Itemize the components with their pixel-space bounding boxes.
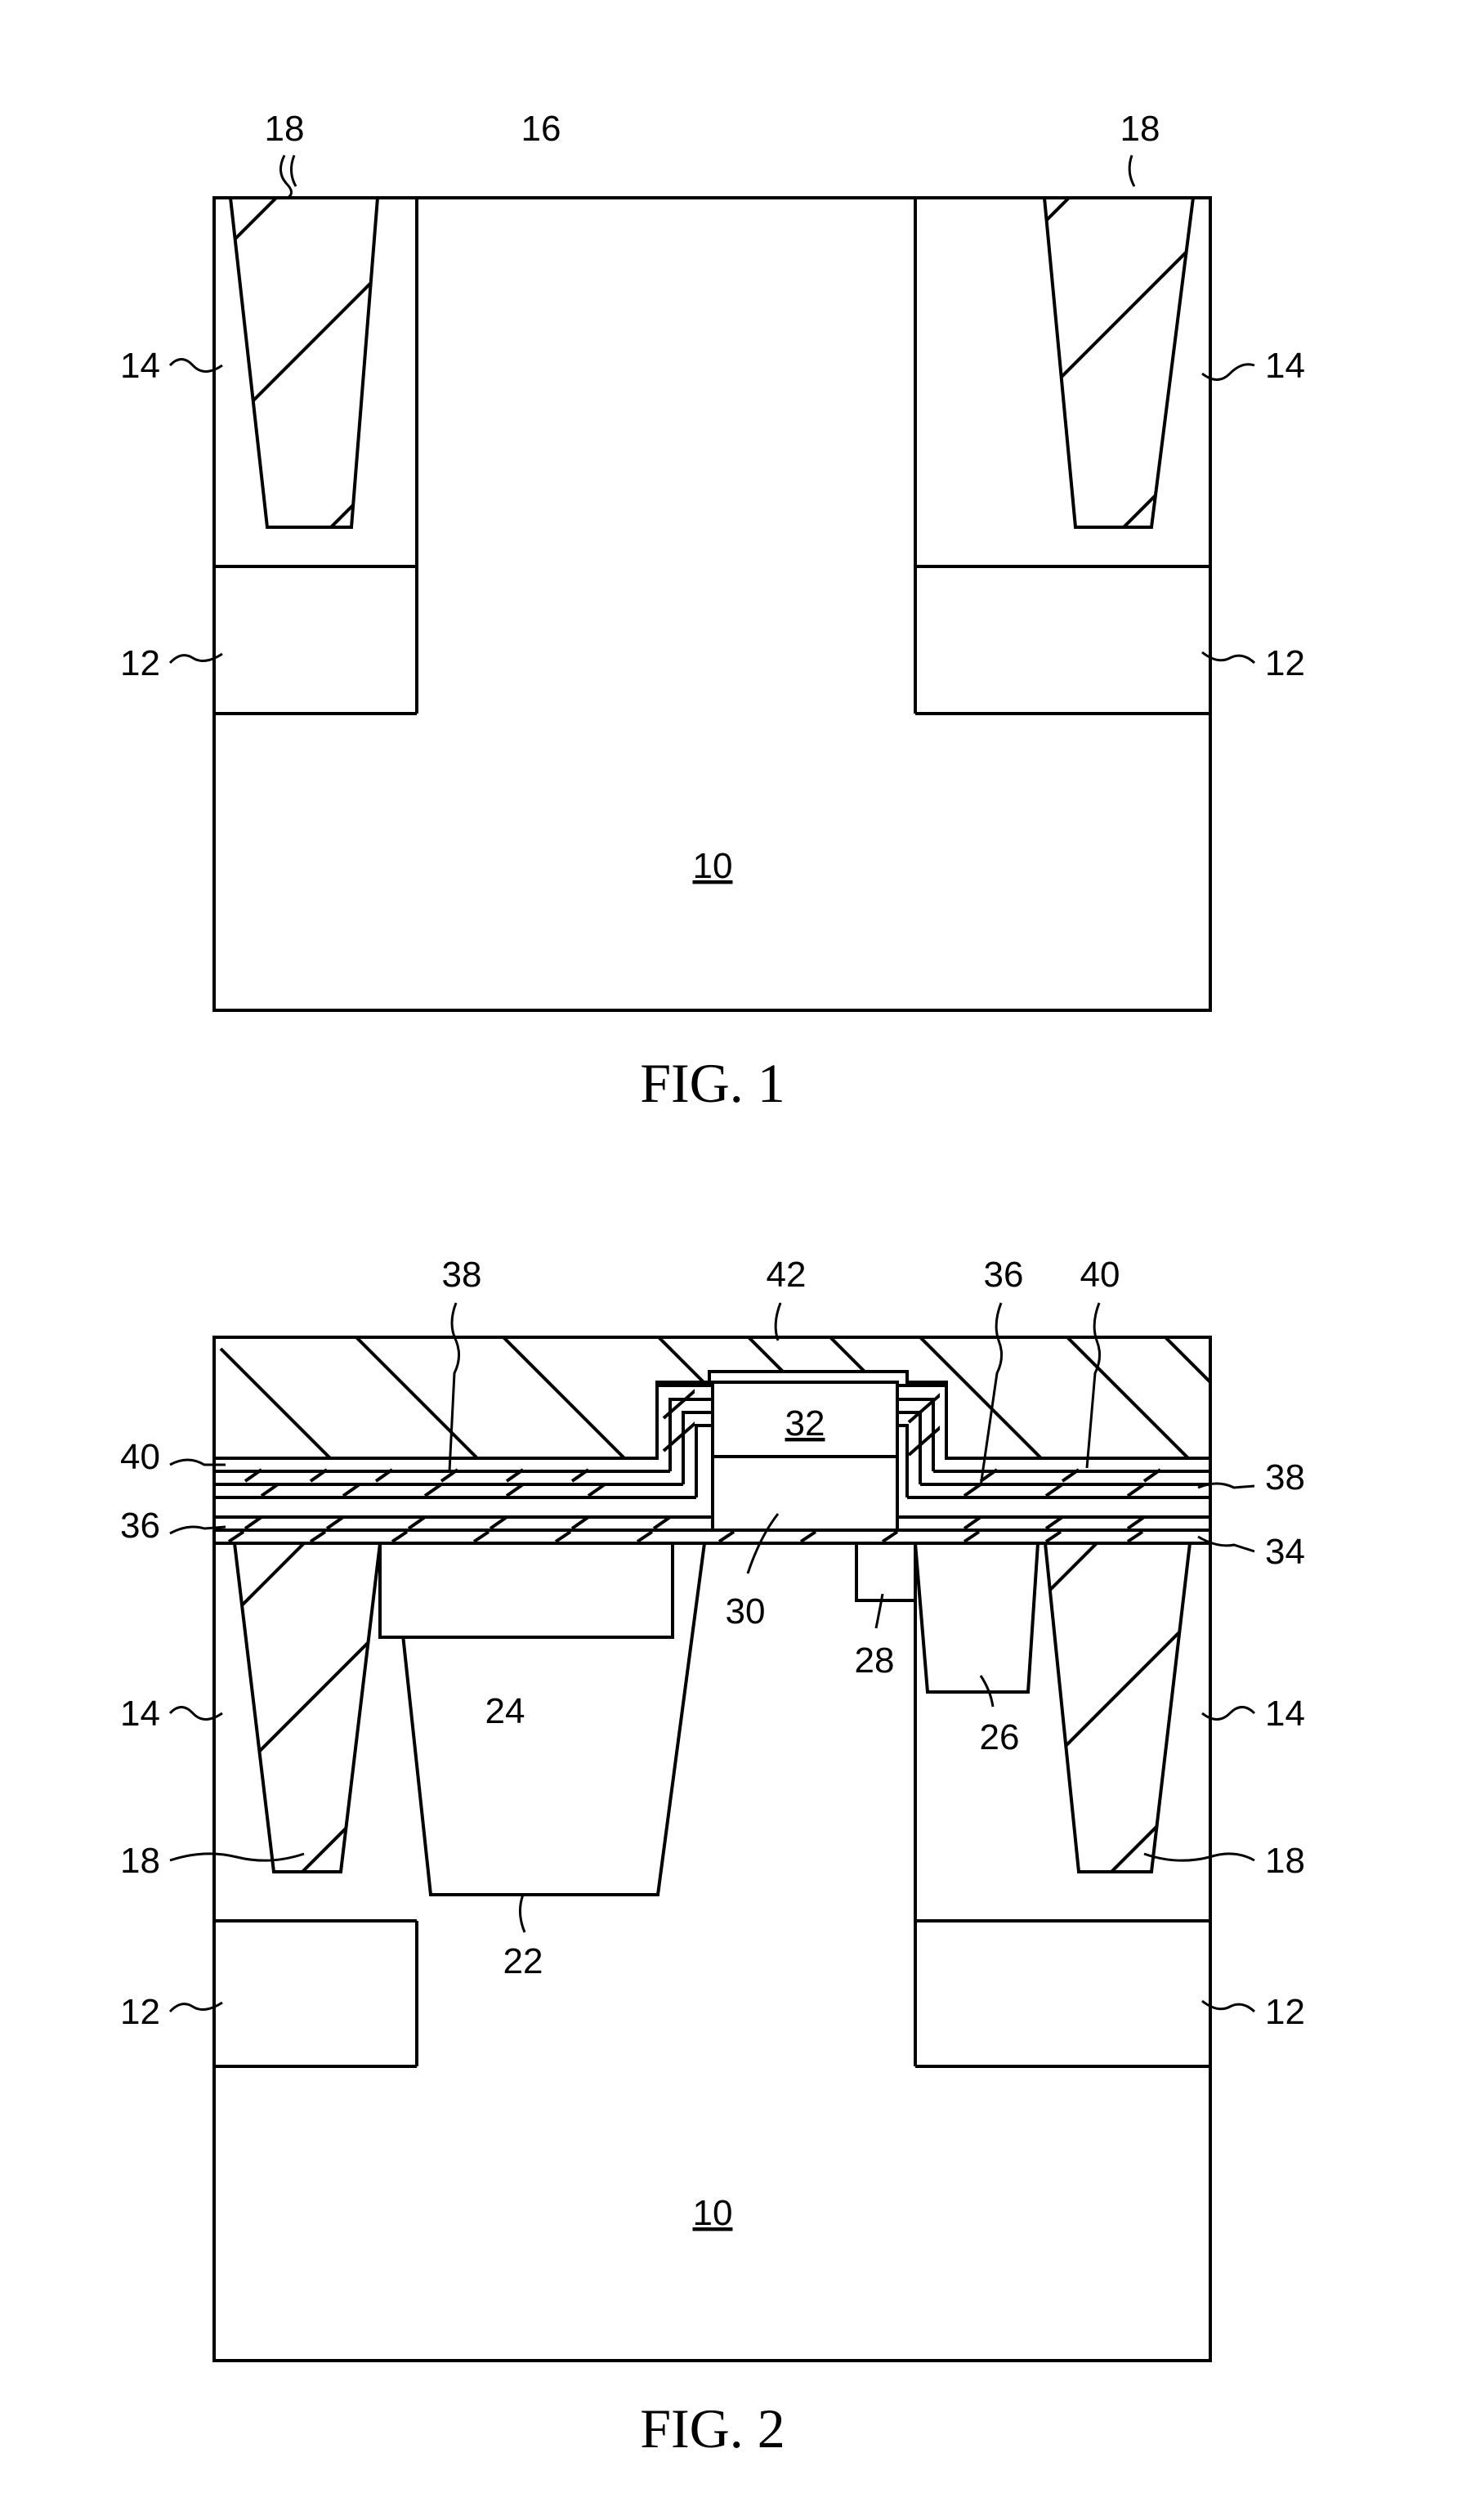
fig2-label-38-top: 38 xyxy=(442,1255,482,1295)
fig1-label-16: 16 xyxy=(521,109,561,149)
fig1-label-14-left: 14 xyxy=(120,346,160,386)
fig2-label-38-right: 38 xyxy=(1265,1457,1305,1497)
fig1-label-12-left: 12 xyxy=(120,643,160,683)
fig2-label-36-right: 36 xyxy=(984,1255,1024,1295)
fig2-caption: FIG. 2 xyxy=(640,2397,785,2460)
fig1-leader-18-left xyxy=(291,155,296,186)
fig2-label-26: 26 xyxy=(980,1717,1020,1757)
fig2-label-24: 24 xyxy=(485,1691,525,1731)
fig1-label-18-right: 18 xyxy=(1120,109,1160,149)
fig1-caption: FIG. 1 xyxy=(640,1052,785,1114)
fig2-gate-30 xyxy=(713,1457,897,1530)
fig2-drawing: 38 42 36 40 32 40 36 38 34 30 28 24 26 1… xyxy=(120,1255,1305,2460)
fig2-label-34: 34 xyxy=(1265,1532,1305,1572)
fig1-leader-18-right xyxy=(1129,155,1134,186)
fig1-label-14-right: 14 xyxy=(1265,346,1305,386)
fig1-label-12-right: 12 xyxy=(1265,643,1305,683)
fig2-label-32: 32 xyxy=(785,1403,825,1444)
fig2-label-14-right: 14 xyxy=(1265,1694,1305,1734)
fig2-drain-24 xyxy=(380,1543,673,1637)
fig2-leader-42 xyxy=(776,1303,780,1341)
fig1-label-10: 10 xyxy=(693,846,733,886)
fig2-body-contact-28 xyxy=(856,1543,915,1600)
fig2-label-12-left: 12 xyxy=(120,1992,160,2032)
fig2-label-22: 22 xyxy=(503,1941,543,1981)
fig2-label-40-top: 40 xyxy=(1080,1255,1120,1295)
fig1-drawing: 18 16 18 14 14 12 12 10 FIG. 1 xyxy=(120,109,1305,1114)
fig1-label-18-left: 18 xyxy=(265,109,305,149)
fig2-label-40-left: 40 xyxy=(120,1437,160,1477)
fig2-label-28: 28 xyxy=(855,1640,895,1681)
fig2-label-12-right: 12 xyxy=(1265,1992,1305,2032)
fig2-label-14-left: 14 xyxy=(120,1694,160,1734)
fig2-label-36-left: 36 xyxy=(120,1506,160,1546)
fig2-label-18-left: 18 xyxy=(120,1841,160,1881)
fig2-label-18-right: 18 xyxy=(1265,1841,1305,1881)
fig2-label-42: 42 xyxy=(767,1255,807,1295)
fig1-leader-16 xyxy=(280,155,291,198)
fig2-label-30: 30 xyxy=(726,1591,766,1632)
fig2-label-10: 10 xyxy=(693,2193,733,2233)
fig2-source-26 xyxy=(915,1543,1038,1692)
